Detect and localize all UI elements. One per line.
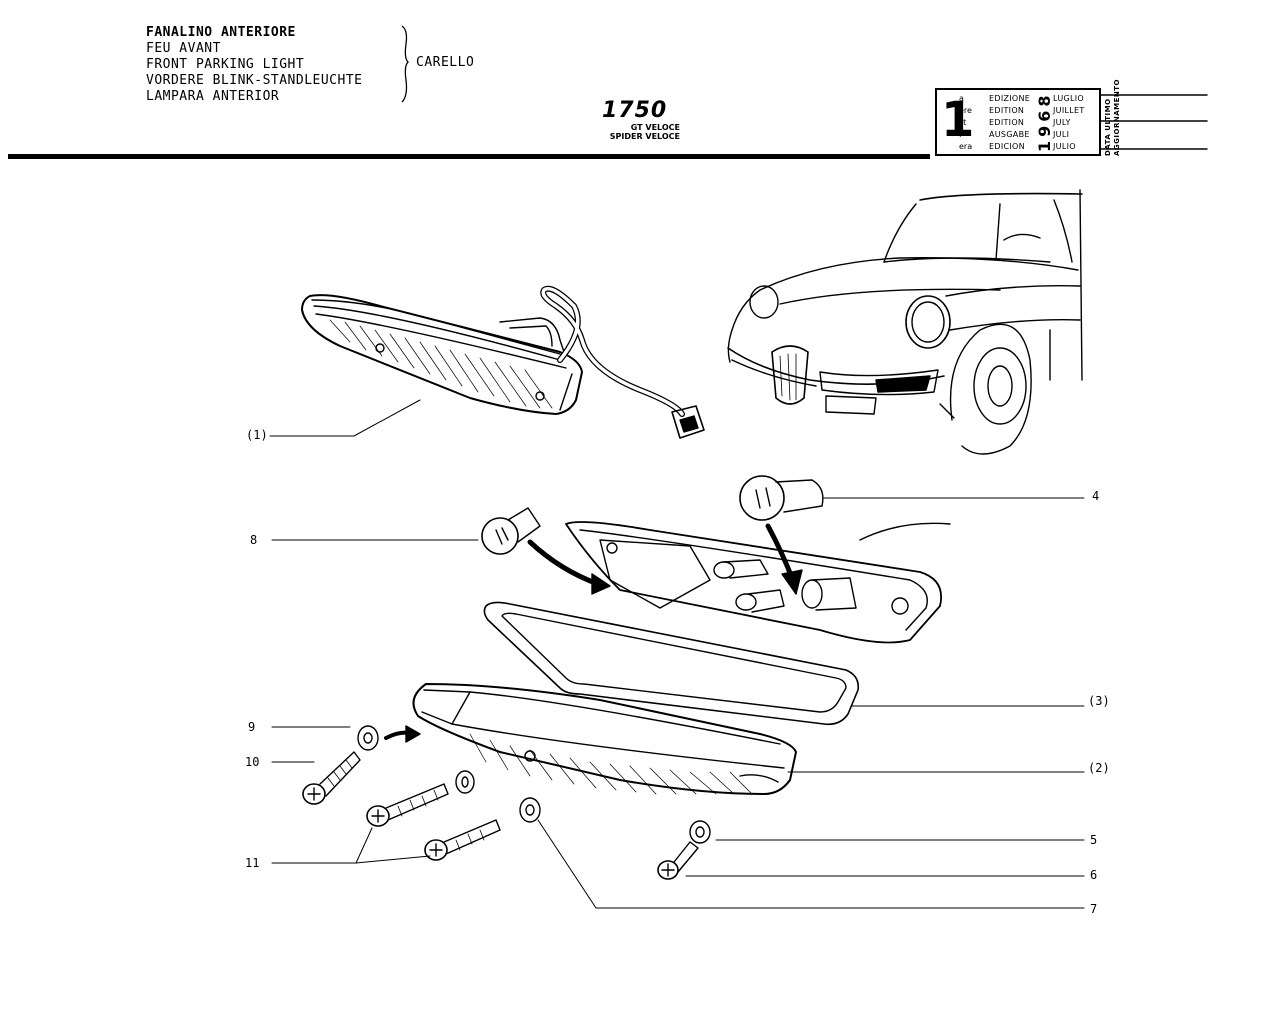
- housing-illustration: [565, 521, 951, 644]
- callout-5: 5: [1090, 833, 1098, 847]
- edition-word-it: EDIZIONE: [989, 94, 1031, 103]
- edition-months: LUGLIO JUILLET JULY JULI JULIO: [1053, 93, 1085, 153]
- month-fr: JUILLET: [1053, 106, 1085, 115]
- title-block: FANALINO ANTERIORE FEU AVANT FRONT PARKI…: [146, 25, 363, 105]
- callout-6: 6: [1090, 868, 1098, 882]
- month-es: JULIO: [1053, 142, 1076, 151]
- title-french: FEU AVANT: [146, 41, 221, 56]
- edition-word-es: EDICION: [989, 142, 1025, 151]
- callout-10: 10: [245, 755, 260, 769]
- month-de: JULI: [1053, 130, 1070, 139]
- screw-6: [657, 841, 699, 880]
- callout-9: 9: [248, 720, 256, 734]
- washer-5: [689, 820, 711, 844]
- gasket-illustration: [483, 601, 860, 726]
- callout-3: (3): [1088, 694, 1110, 708]
- screw-10: [302, 751, 361, 805]
- callout-1: (1): [246, 428, 268, 442]
- bulb-8-illustration: [481, 507, 541, 555]
- ordinal-it: a: [959, 94, 964, 103]
- washer-9: [357, 725, 379, 751]
- bulb-4-illustration: [739, 475, 824, 521]
- maker-name: CARELLO: [416, 55, 475, 70]
- ordinal-de: .: [959, 130, 962, 139]
- variant-list: GT VELOCE SPIDER VELOCE: [600, 123, 680, 141]
- callout-7: 7: [1090, 902, 1098, 916]
- ordinal-fr: ere: [959, 106, 972, 115]
- screw-11-lower: [424, 819, 501, 861]
- leader-lines: [269, 399, 1085, 909]
- title-german: VORDERE BLINK-STANDLEUCHTE: [146, 73, 363, 88]
- callout-2: (2): [1088, 761, 1110, 775]
- car-illustration: [727, 189, 1083, 455]
- screw-11-upper: [366, 783, 449, 827]
- title-italian: FANALINO ANTERIORE: [146, 25, 296, 40]
- callout-11: 11: [245, 856, 260, 870]
- month-en: JULY: [1053, 118, 1071, 127]
- ordinal-es: era: [959, 142, 973, 151]
- variant-spider: SPIDER VELOCE: [609, 132, 680, 141]
- edition-word-de: AUSGABE: [989, 130, 1030, 139]
- ordinal-en: st: [959, 118, 967, 127]
- header-rule: [8, 154, 930, 159]
- callout-4: 4: [1092, 489, 1100, 503]
- washer-upper: [455, 770, 475, 794]
- edition-ordinals: a ere st . era: [959, 93, 972, 153]
- edition-box: 1 a ere st . era EDIZIONE EDITION EDITIO…: [935, 88, 1101, 156]
- callout-8: 8: [250, 533, 258, 547]
- edition-word-fr: EDITION: [989, 106, 1025, 115]
- edition-number: 1: [941, 92, 975, 148]
- washer-7: [519, 797, 541, 823]
- title-english: FRONT PARKING LIGHT: [146, 57, 305, 72]
- title-spanish: LAMPARA ANTERIOR: [146, 89, 280, 104]
- month-it: LUGLIO: [1053, 94, 1085, 103]
- assembled-light-illustration: [301, 285, 705, 439]
- edition-words: EDIZIONE EDITION EDITION AUSGABE EDICION: [989, 93, 1030, 153]
- edition-word-en: EDITION: [989, 118, 1025, 127]
- variant-gt: GT VELOCE: [630, 123, 680, 132]
- lens-illustration: [412, 683, 797, 795]
- model-name: 1750: [602, 98, 668, 123]
